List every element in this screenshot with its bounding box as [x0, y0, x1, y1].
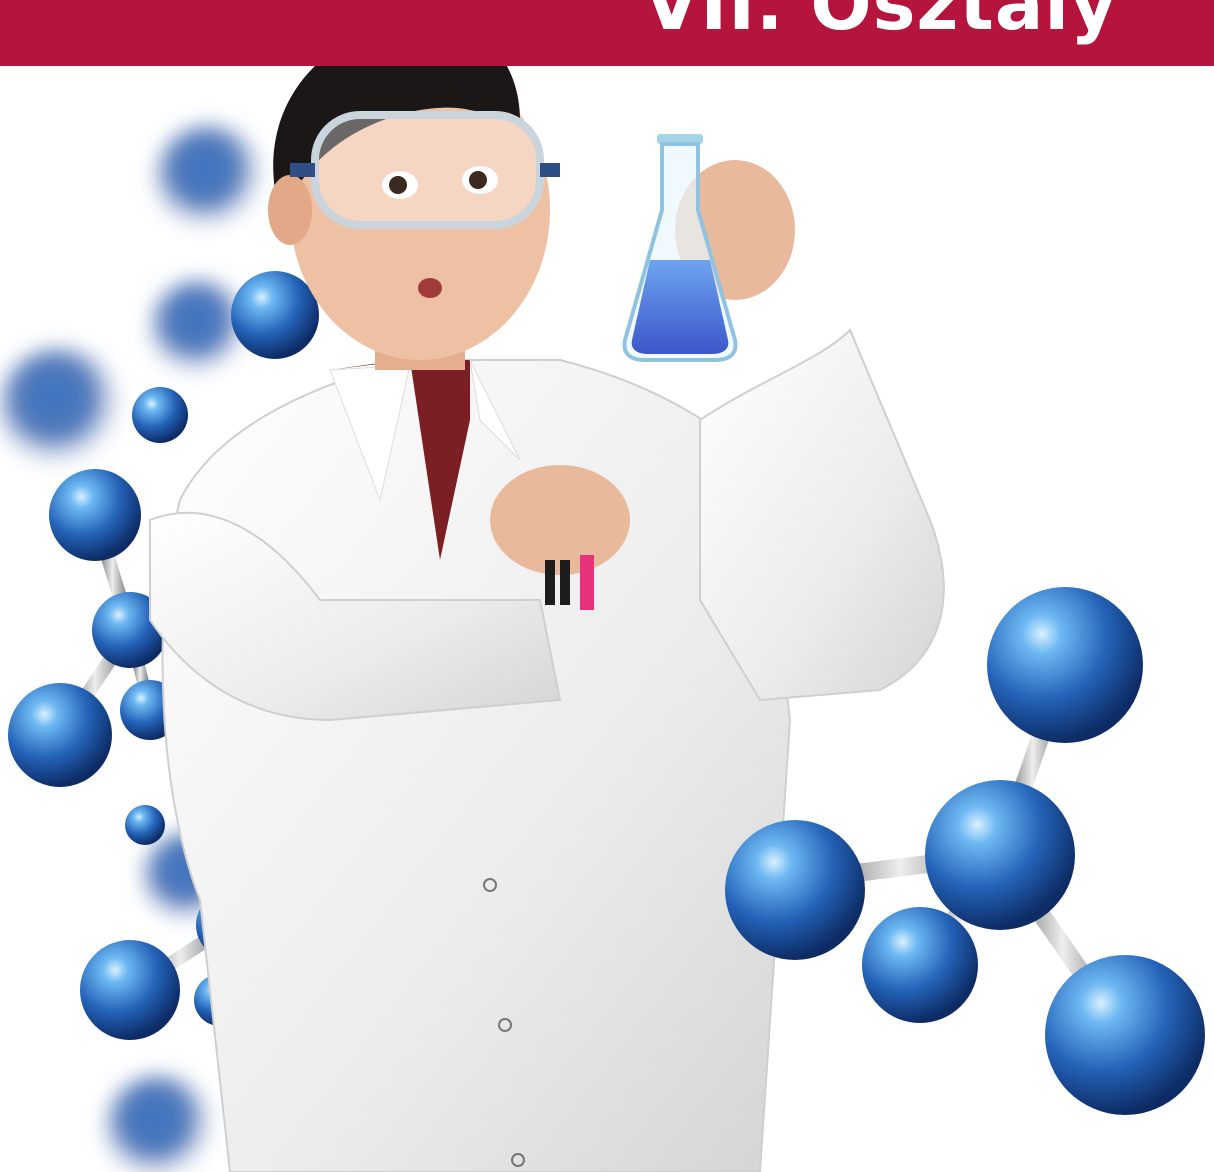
background-molecules [0, 125, 265, 1172]
cover-illustration [0, 66, 1214, 1172]
banner-title: VII. Osztály [643, 0, 1118, 46]
scientist-figure [149, 66, 945, 1172]
illustration-svg [0, 66, 1205, 1172]
title-banner: VII. Osztály [0, 0, 1214, 66]
erlenmeyer-flask [622, 134, 738, 362]
right-molecule [725, 587, 1205, 1115]
